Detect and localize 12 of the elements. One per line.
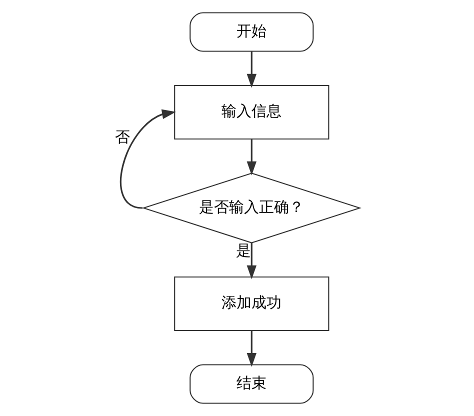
arrow	[246, 139, 257, 176]
node-box: 输入信息	[174, 84, 330, 140]
node-box: 结束	[190, 364, 314, 404]
edge-label: 是	[236, 241, 252, 260]
node-diamond: 是否输入正确？	[142, 172, 362, 244]
arrow	[246, 242, 257, 280]
arrow	[246, 52, 257, 88]
node-box: 开始	[190, 12, 314, 52]
arrow	[246, 330, 257, 367]
node-box: 添加成功	[174, 276, 330, 332]
edge-label: 否	[114, 128, 130, 146]
arrow	[120, 109, 176, 209]
